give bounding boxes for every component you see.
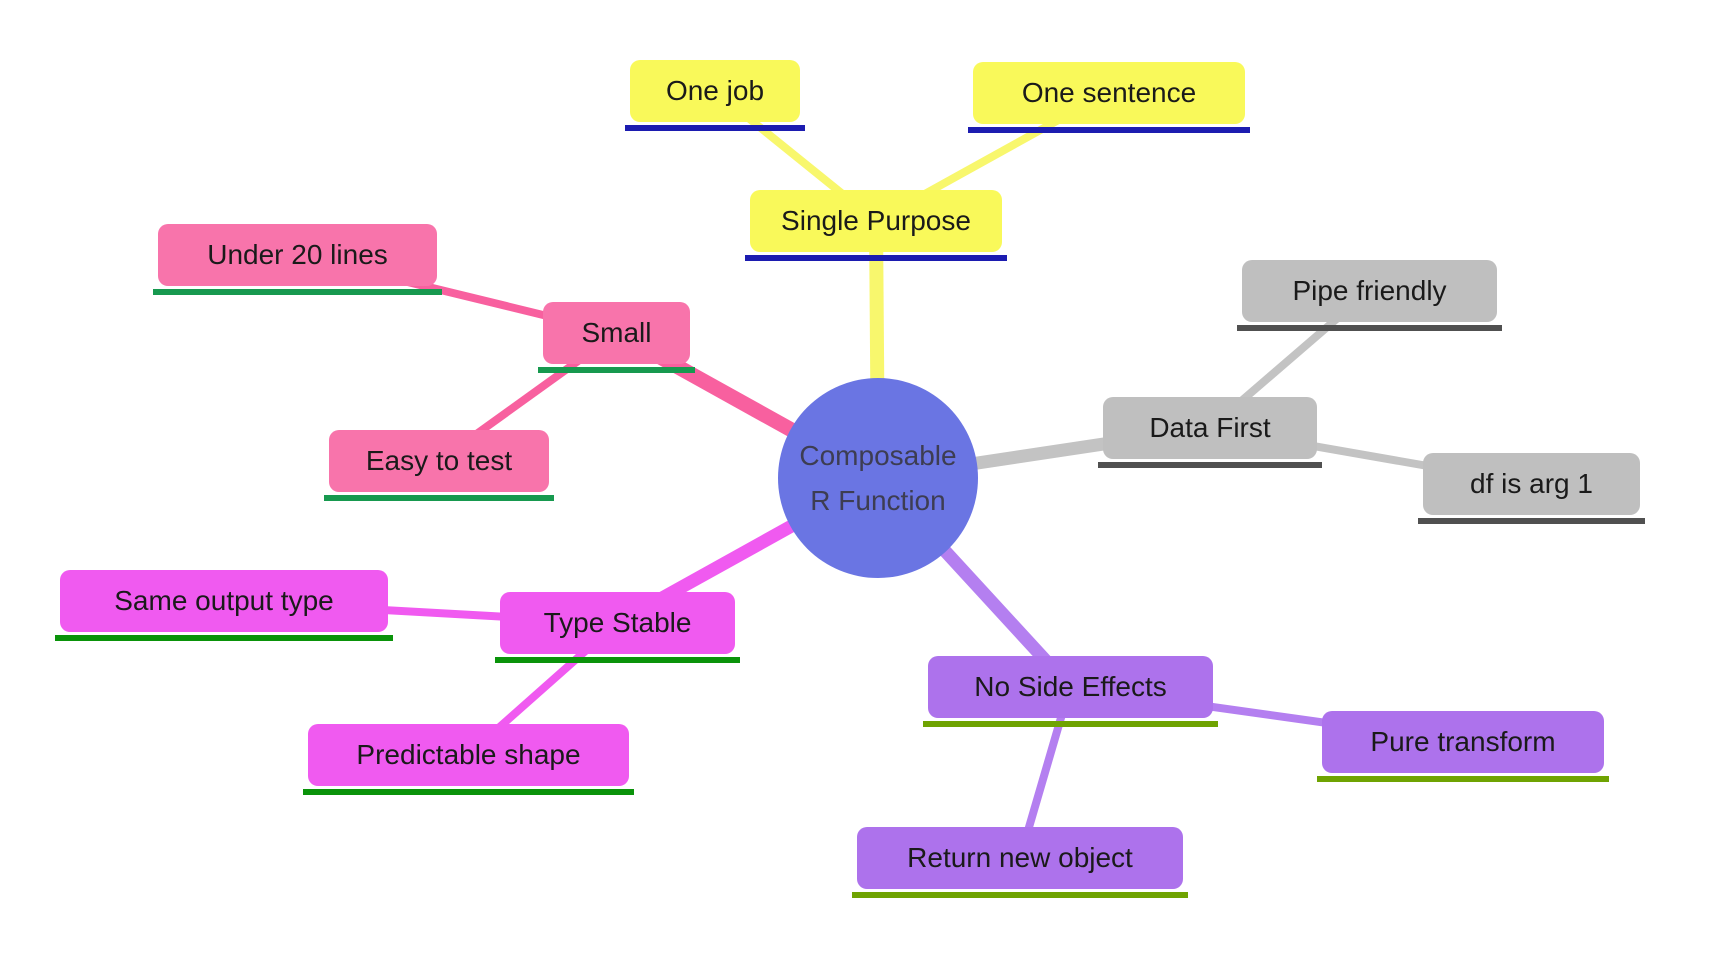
node-data-first[interactable]: Data First <box>1098 397 1322 468</box>
node-single-purpose[interactable]: Single Purpose <box>745 190 1007 261</box>
node-root[interactable]: Composable R Function <box>778 378 978 578</box>
node-df-is-arg-1[interactable]: df is arg 1 <box>1418 453 1645 524</box>
node-small[interactable]: Small <box>538 302 695 373</box>
node-pure-transform[interactable]: Pure transform <box>1317 711 1609 782</box>
root-label-line-1: Composable <box>799 440 957 471</box>
node-no-side-effects[interactable]: No Side Effects <box>923 656 1218 727</box>
root-label-line-2: R Function <box>810 485 946 516</box>
node-under-20-lines[interactable]: Under 20 lines <box>153 224 442 295</box>
node-predictable-shape[interactable]: Predictable shape <box>303 724 634 795</box>
node-type-stable[interactable]: Type Stable <box>495 592 740 663</box>
node-pipe-friendly[interactable]: Pipe friendly <box>1237 260 1502 331</box>
node-one-job[interactable]: One job <box>625 60 805 131</box>
node-one-sentence[interactable]: One sentence <box>968 62 1250 133</box>
node-same-output-type[interactable]: Same output type <box>55 570 393 641</box>
node-easy-to-test[interactable]: Easy to test <box>324 430 554 501</box>
node-return-new-object[interactable]: Return new object <box>852 827 1188 898</box>
